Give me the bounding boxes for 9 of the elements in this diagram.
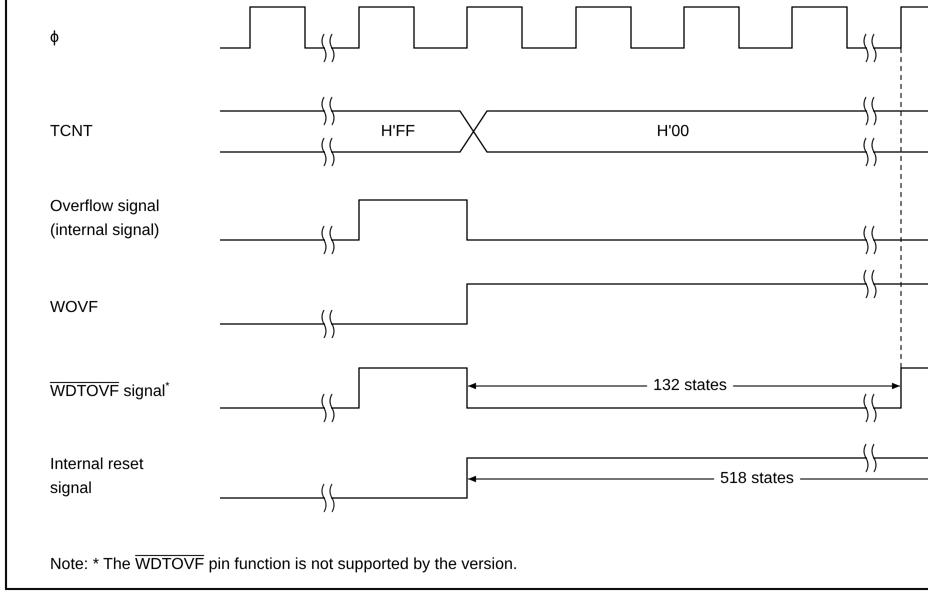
- note-text: Note: * The WDTOVF pin function is not supported by the version.: [50, 555, 518, 575]
- signal-name: ϕ: [50, 28, 59, 48]
- bus-value: H'00: [656, 122, 690, 142]
- bus-value: H'FF: [380, 122, 416, 142]
- signal-name: Internal reset signal: [50, 455, 144, 499]
- signal-name: TCNT: [50, 122, 93, 142]
- signal-name: WOVF: [50, 298, 98, 318]
- signal-name: Overflow signal (internal signal): [50, 197, 160, 241]
- signal-name: WDTOVF signal$^{*}$: [50, 380, 170, 402]
